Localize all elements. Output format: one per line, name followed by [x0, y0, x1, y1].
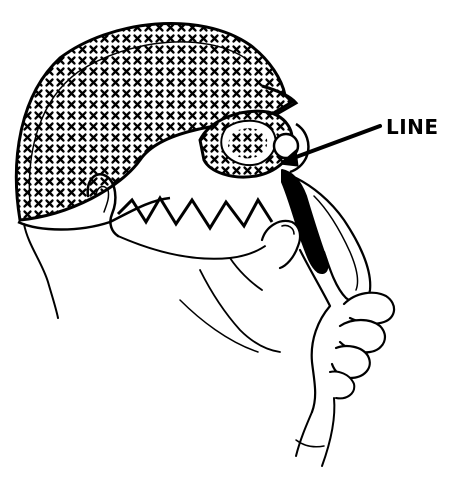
visor-lens-hatch: [228, 128, 267, 158]
hand-holding-device: [262, 170, 394, 466]
jaw-line: [118, 236, 268, 259]
callout: LINE: [280, 115, 439, 166]
chin-strap-zigzag: [118, 198, 272, 228]
palm: [300, 250, 330, 412]
callout-label: LINE: [386, 115, 439, 139]
callout-leader-line: [288, 126, 380, 160]
throat-line: [200, 270, 280, 352]
finger-1: [344, 293, 394, 324]
neck-back: [24, 224, 58, 318]
thumb: [262, 221, 300, 268]
wrist: [296, 398, 334, 466]
visor: [200, 111, 308, 177]
chin-line: [230, 258, 262, 290]
shoulder-line: [180, 300, 258, 352]
